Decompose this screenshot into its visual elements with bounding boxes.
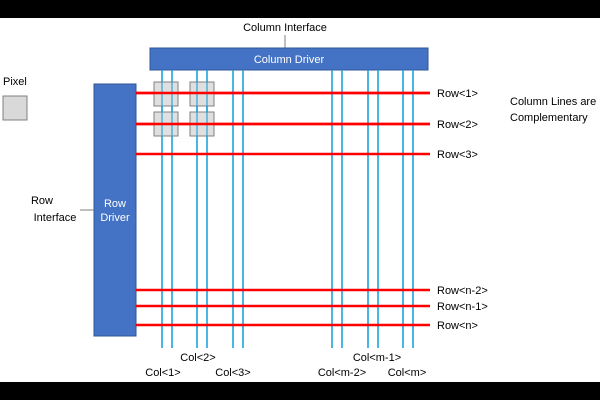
row-driver-block (93, 83, 137, 337)
row-lines-group (136, 91, 430, 327)
column-driver-block (149, 47, 429, 71)
row-driver-label-line2: Driver (100, 212, 130, 224)
column-label-4: Col<m-2> (318, 367, 366, 379)
column-label-2: Col<2> (180, 352, 215, 364)
row-label-1: Row<1> (437, 88, 478, 100)
row-label-2: Row<2> (437, 119, 478, 131)
complementary-note-line1: Column Lines are (510, 96, 596, 108)
row-label-4: Row<n-2> (437, 285, 488, 297)
column-labels-group: Col<1>Col<2>Col<3> Col<m-2> Col<m-1> Col<m> (145, 352, 426, 379)
row-labels-group: Row<1> Row<2> Row<3> Row<n-2> Row<n-1> Row<n> (437, 88, 488, 332)
column-driver-label: Column Driver (254, 54, 325, 66)
pixel-array-diagram: Column Interface Column Driver Row Drive… (2, 22, 596, 379)
pixel-legend-swatch (2, 95, 28, 121)
row-driver-label-line1: Row (104, 198, 126, 210)
column-interface-label: Column Interface (243, 22, 327, 34)
column-label-6: Col<m> (388, 367, 427, 379)
row-interface-label-line1: Row (31, 195, 53, 207)
pixel-cells-group (136, 81, 430, 137)
row-interface-label-line2: Interface (34, 212, 77, 224)
pixel-legend-label: Pixel (3, 76, 27, 88)
column-label-1: Col<1> (145, 367, 180, 379)
row-label-6: Row<n> (437, 320, 478, 332)
column-label-5: Col<m-1> (353, 352, 401, 364)
row-label-3: Row<3> (437, 149, 478, 161)
row-label-5: Row<n-1> (437, 301, 488, 313)
column-label-3: Col<3> (215, 367, 250, 379)
complementary-note-line2: Complementary (510, 112, 588, 124)
diagram-canvas: Column Interface Column Driver Row Drive… (0, 18, 600, 382)
